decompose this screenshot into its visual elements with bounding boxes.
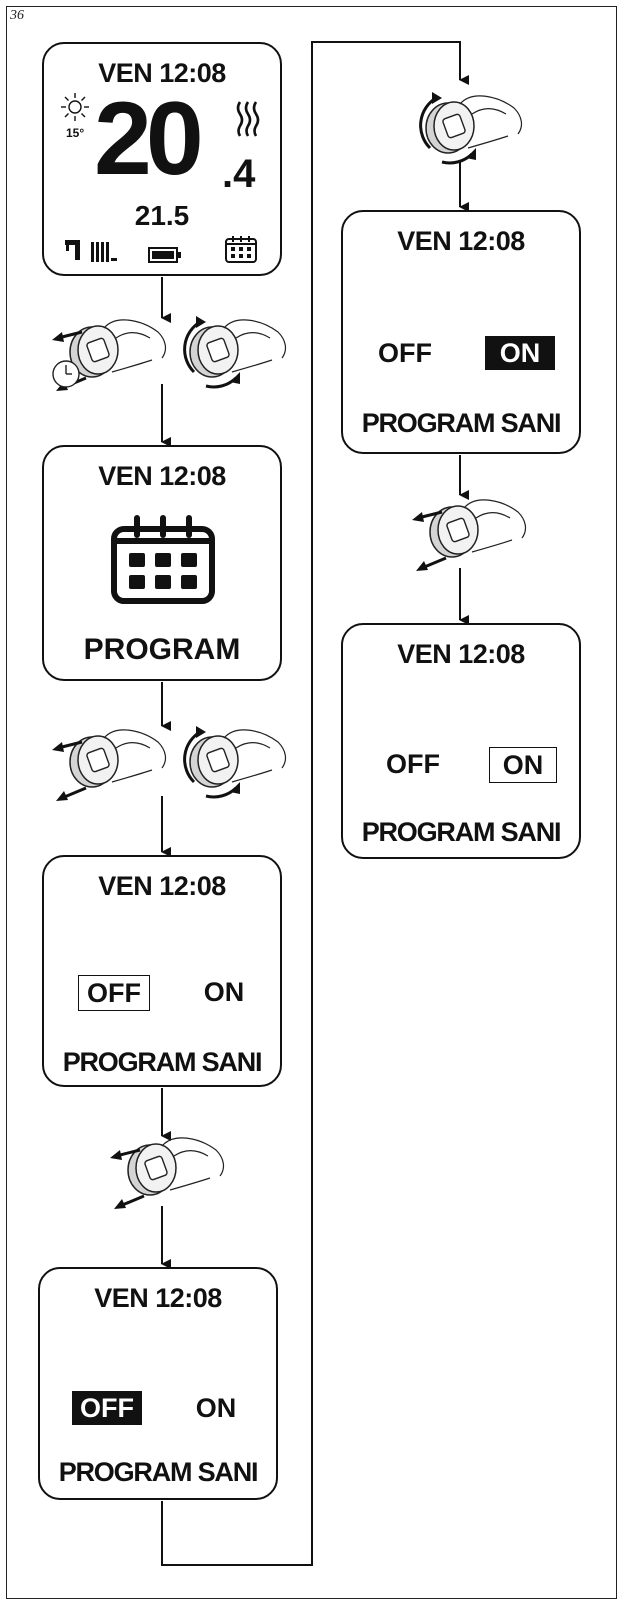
sani-screen-time: VEN 12:08 — [98, 871, 226, 901]
program-sani-label: PROGRAM SANI — [361, 817, 562, 847]
program-screen-time: VEN 12:08 — [98, 461, 226, 491]
radiator-icon — [91, 242, 117, 262]
outdoor-temperature: 15° — [66, 126, 85, 140]
calendar-icon — [225, 236, 257, 263]
program-sani-label: PROGRAM SANI — [62, 1047, 263, 1077]
off-option[interactable]: OFF — [386, 749, 440, 779]
program-sani-label: PROGRAM SANI — [361, 408, 562, 438]
tap-icon — [65, 240, 80, 260]
sani-screen-time: VEN 12:08 — [94, 1283, 222, 1313]
off-option[interactable]: OFF — [78, 975, 150, 1011]
off-option[interactable]: OFF — [72, 1391, 142, 1425]
calendar-icon — [111, 515, 215, 604]
knob-rotate-icon — [183, 724, 287, 799]
program-sani-label: PROGRAM SANI — [58, 1457, 259, 1487]
knob-push-icon — [50, 319, 167, 393]
on-option[interactable]: ON — [195, 1393, 237, 1423]
knob-rotate-icon — [183, 314, 287, 389]
room-temperature-decimal: .4 — [222, 152, 256, 196]
on-option[interactable]: ON — [203, 977, 245, 1007]
page-number: 36 — [10, 8, 24, 23]
on-option[interactable]: ON — [485, 336, 555, 370]
sani-screen-2: VEN 12:08 OFF ON PROGRAM SANI — [38, 1267, 278, 1500]
on-option[interactable]: ON — [489, 747, 557, 783]
sani-screen-time: VEN 12:08 — [397, 226, 525, 256]
knob-rotate-icon — [419, 90, 523, 165]
home-screen: VEN 12:08 15° 20 .4 21.5 — [42, 42, 282, 276]
knob-push-icon — [410, 499, 527, 573]
knob-push-icon — [108, 1137, 225, 1211]
sani-screen-4: VEN 12:08 OFF ON PROGRAM SANI — [341, 623, 581, 859]
page-frame — [6, 6, 617, 1599]
off-option[interactable]: OFF — [378, 338, 432, 368]
room-temperature-main: 20 — [94, 81, 204, 197]
program-label: PROGRAM — [83, 633, 241, 666]
battery-icon — [148, 247, 181, 263]
knob-push-icon — [50, 729, 167, 803]
heating-waves-icon — [236, 101, 260, 137]
sun-icon — [61, 93, 89, 121]
sani-screen-3: VEN 12:08 OFF ON PROGRAM SANI — [341, 210, 581, 454]
home-screen-time: VEN 12:08 — [98, 58, 226, 88]
sani-screen-time: VEN 12:08 — [397, 639, 525, 669]
setpoint-temperature: 21.5 — [134, 200, 190, 231]
program-screen: VEN 12:08 PROGRAM — [42, 445, 282, 681]
